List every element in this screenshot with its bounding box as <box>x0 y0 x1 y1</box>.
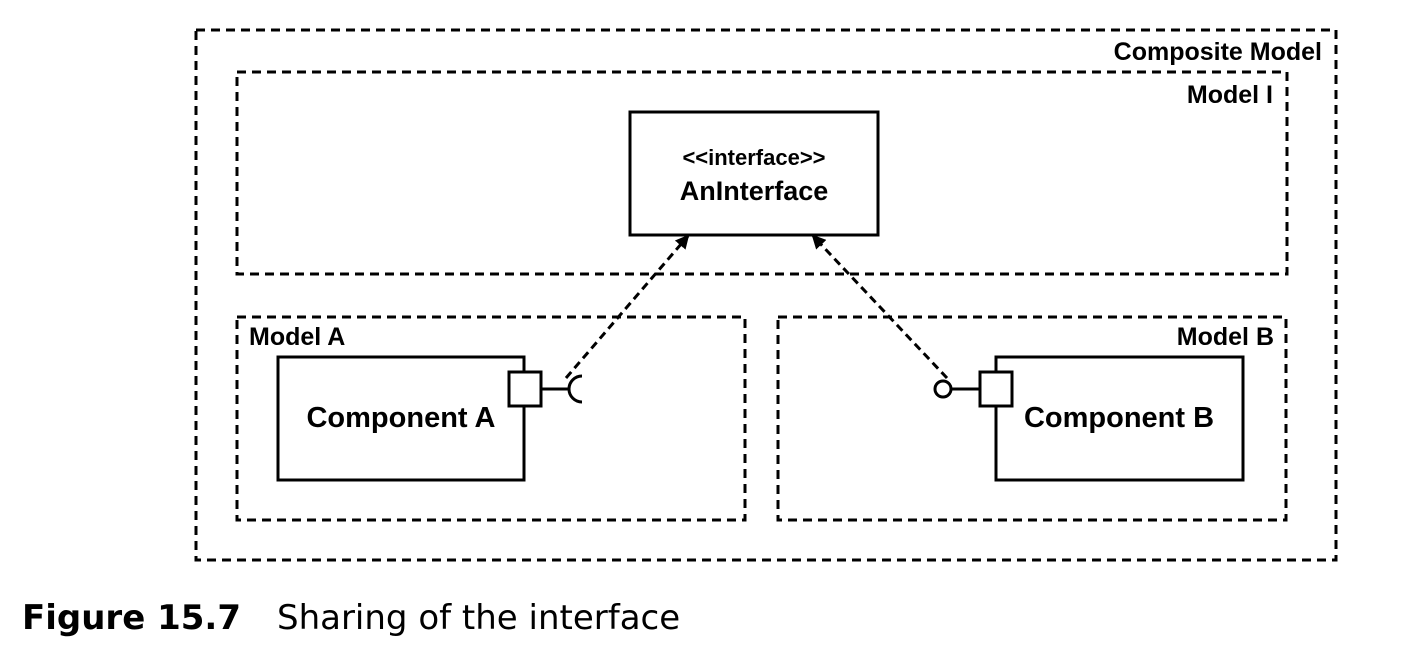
model-a-label: Model A <box>249 323 345 351</box>
interface-name: AnInterface <box>680 176 829 206</box>
interface-box <box>628 110 880 237</box>
component-a-box <box>276 355 526 482</box>
composite-model-label: Composite Model <box>1114 38 1322 66</box>
component-b-label: Component B <box>1024 402 1214 434</box>
dependency-arrow-a <box>564 234 690 379</box>
component-b-box <box>994 355 1245 482</box>
model-b-frame <box>776 315 1288 522</box>
model-a-frame <box>235 315 747 522</box>
dependency-arrow-b <box>811 234 949 380</box>
interface-stereotype: <<interface>> <box>682 145 825 170</box>
model-i-frame <box>235 70 1289 276</box>
model-i-label: Model I <box>1187 81 1273 109</box>
figure-number: Figure 15.7 <box>22 598 241 638</box>
composite-model-frame <box>194 28 1338 562</box>
component-a-port <box>507 370 543 408</box>
figure-caption: Figure 15.7 Sharing of the interface <box>22 598 680 648</box>
figure-caption-text: Sharing of the interface <box>276 598 681 638</box>
component-a-label: Component A <box>306 402 495 434</box>
required-interface-socket-icon <box>567 374 583 404</box>
provided-interface-lollipop-icon <box>933 379 953 399</box>
component-b-port <box>978 370 1014 408</box>
model-b-label: Model B <box>1177 323 1274 351</box>
